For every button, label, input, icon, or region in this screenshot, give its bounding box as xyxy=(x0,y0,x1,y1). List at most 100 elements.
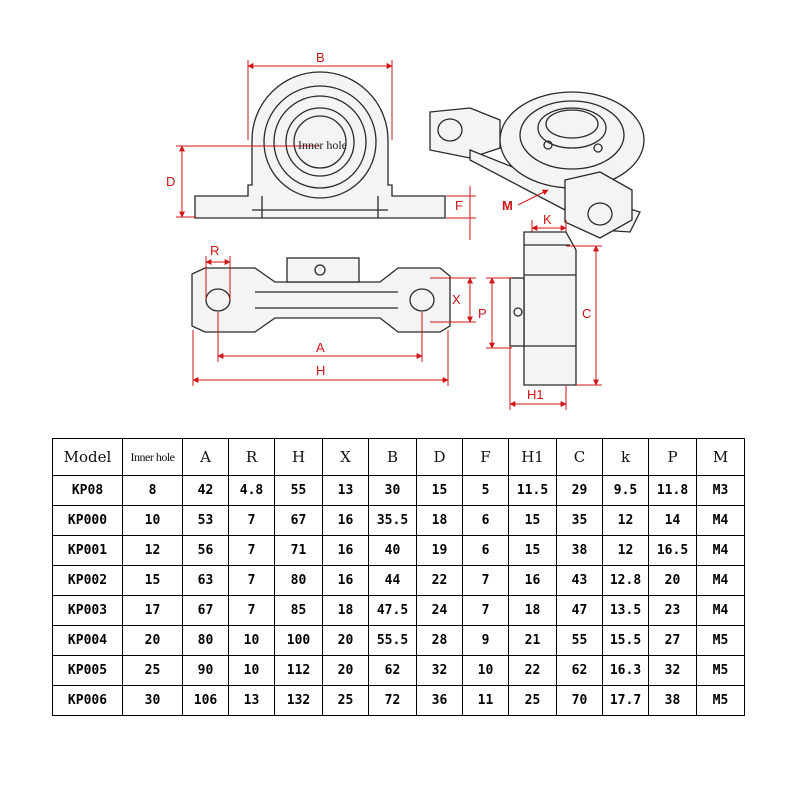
header-X: X xyxy=(322,438,369,476)
table-cell: KP003 xyxy=(52,595,123,626)
table-cell: 21 xyxy=(508,625,557,656)
table-cell: 55 xyxy=(556,625,603,656)
table-cell: 18 xyxy=(322,595,369,626)
table-cell: 35.5 xyxy=(368,505,417,536)
table-cell: 17 xyxy=(122,595,183,626)
table-cell: 15.5 xyxy=(602,625,649,656)
label-H: H xyxy=(316,363,325,378)
table-cell: 15 xyxy=(416,475,463,506)
label-F: F xyxy=(455,198,463,213)
table-cell: 11 xyxy=(462,685,509,716)
table-cell: 16 xyxy=(322,535,369,566)
table-cell: M3 xyxy=(696,475,745,506)
table-cell: 20 xyxy=(648,565,697,596)
table-cell: 30 xyxy=(122,685,183,716)
table-cell: 7 xyxy=(228,535,275,566)
label-X: X xyxy=(452,292,461,307)
bearing-ring xyxy=(285,107,355,177)
table-cell: 67 xyxy=(182,595,229,626)
table-cell: 23 xyxy=(648,595,697,626)
table-cell: 44 xyxy=(368,565,417,596)
header-H1: H1 xyxy=(508,438,557,476)
table-cell: 25 xyxy=(122,655,183,686)
spec-table: Model Inner hole A R H X B D F H1 C k P … xyxy=(52,438,745,716)
front-view: B D Inner hole F xyxy=(166,50,476,240)
table-cell: KP005 xyxy=(52,655,123,686)
table-cell: 16 xyxy=(508,565,557,596)
table-cell: KP004 xyxy=(52,625,123,656)
header-P: P xyxy=(648,438,697,476)
top-right-hole xyxy=(409,288,435,312)
table-cell: M5 xyxy=(696,685,745,716)
table-cell: 12 xyxy=(602,505,649,536)
table-cell: 55 xyxy=(274,475,323,506)
label-B: B xyxy=(316,50,325,65)
table-cell: 25 xyxy=(508,685,557,716)
bore-outline xyxy=(293,115,347,169)
table-cell: 7 xyxy=(228,595,275,626)
table-cell: 42 xyxy=(182,475,229,506)
table-cell: 90 xyxy=(182,655,229,686)
label-A: A xyxy=(316,340,325,355)
technical-drawings: B D Inner hole F M K xyxy=(166,50,645,410)
top-hub xyxy=(286,257,360,283)
table-cell: 38 xyxy=(648,685,697,716)
table-cell: 19 xyxy=(416,535,463,566)
table-cell: 20 xyxy=(322,625,369,656)
iso-left-foot xyxy=(429,107,501,159)
table-cell: KP002 xyxy=(52,565,123,596)
table-cell: 12 xyxy=(602,535,649,566)
side-view: P C H1 xyxy=(478,231,602,410)
label-K: K xyxy=(543,212,552,227)
table-cell: 5 xyxy=(462,475,509,506)
table-cell: 62 xyxy=(368,655,417,686)
table-cell: 15 xyxy=(122,565,183,596)
table-cell: 22 xyxy=(416,565,463,596)
table-cell: 106 xyxy=(182,685,229,716)
header-model: Model xyxy=(52,438,123,476)
table-cell: 43 xyxy=(556,565,603,596)
table-cell: 28 xyxy=(416,625,463,656)
label-R: R xyxy=(210,243,219,258)
table-cell: 112 xyxy=(274,655,323,686)
table-cell: 47.5 xyxy=(368,595,417,626)
table-cell: 9.5 xyxy=(602,475,649,506)
table-cell: 27 xyxy=(648,625,697,656)
table-cell: M4 xyxy=(696,565,745,596)
table-cell: 32 xyxy=(648,655,697,686)
table-cell: 20 xyxy=(322,655,369,686)
table-cell: KP006 xyxy=(52,685,123,716)
table-cell: 63 xyxy=(182,565,229,596)
table-cell: 18 xyxy=(416,505,463,536)
label-inner-hole: Inner hole xyxy=(298,138,347,152)
table-cell: M4 xyxy=(696,595,745,626)
table-cell: 13 xyxy=(228,685,275,716)
table-cell: 16.5 xyxy=(648,535,697,566)
table-cell: 18 xyxy=(508,595,557,626)
header-inner-hole: Inner hole xyxy=(122,438,183,476)
label-M: M xyxy=(502,198,513,213)
side-body xyxy=(523,231,577,386)
label-C: C xyxy=(582,306,591,321)
table-cell: 20 xyxy=(122,625,183,656)
table-cell: 30 xyxy=(368,475,417,506)
table-cell: 55.5 xyxy=(368,625,417,656)
table-cell: M5 xyxy=(696,625,745,656)
table-cell: 11.5 xyxy=(508,475,557,506)
table-cell: 67 xyxy=(274,505,323,536)
table-cell: KP001 xyxy=(52,535,123,566)
top-body xyxy=(191,267,451,333)
table-cell: 8 xyxy=(122,475,183,506)
table-cell: 32 xyxy=(416,655,463,686)
table-cell: 13.5 xyxy=(602,595,649,626)
housing-ring-mid xyxy=(273,95,367,189)
table-cell: 16.3 xyxy=(602,655,649,686)
table-cell: 35 xyxy=(556,505,603,536)
header-H: H xyxy=(274,438,323,476)
